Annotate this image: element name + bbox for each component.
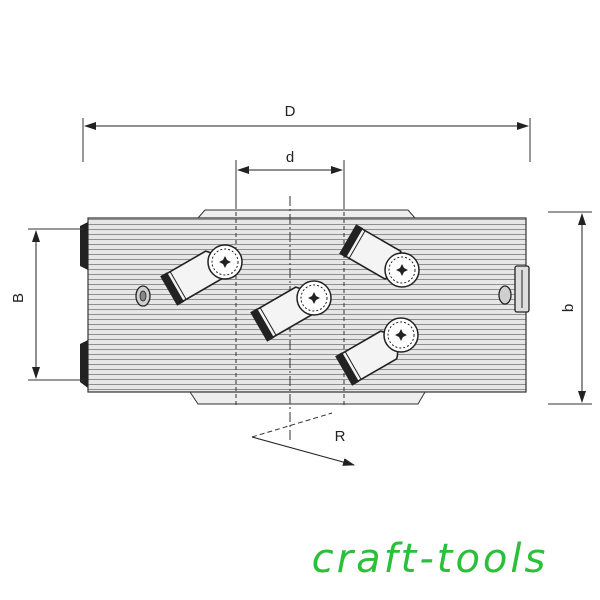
dimension-B-label: B <box>10 293 27 303</box>
hole-icon <box>135 285 151 307</box>
dimension-d-label: d <box>286 149 294 166</box>
dimension-b: b <box>548 211 592 405</box>
brand-logo: craft-tools <box>312 536 549 582</box>
dimension-D: D <box>82 103 531 162</box>
rotation-R: R <box>251 412 355 466</box>
side-screw-icon <box>514 265 530 313</box>
dimension-D-label: D <box>285 103 296 120</box>
torx-screw-icon <box>207 244 243 280</box>
torx-screw-icon <box>296 280 332 316</box>
torx-screw-icon <box>384 252 420 288</box>
left-edge-knife-icon <box>80 340 88 388</box>
torx-screw-icon <box>383 317 419 353</box>
dimension-B: B <box>10 228 84 381</box>
left-edge-knife-icon <box>80 222 88 270</box>
rotation-R-label: R <box>335 428 346 445</box>
dimension-d: d <box>235 149 345 205</box>
dimension-b-label: b <box>560 304 577 312</box>
hole-icon <box>498 285 512 305</box>
